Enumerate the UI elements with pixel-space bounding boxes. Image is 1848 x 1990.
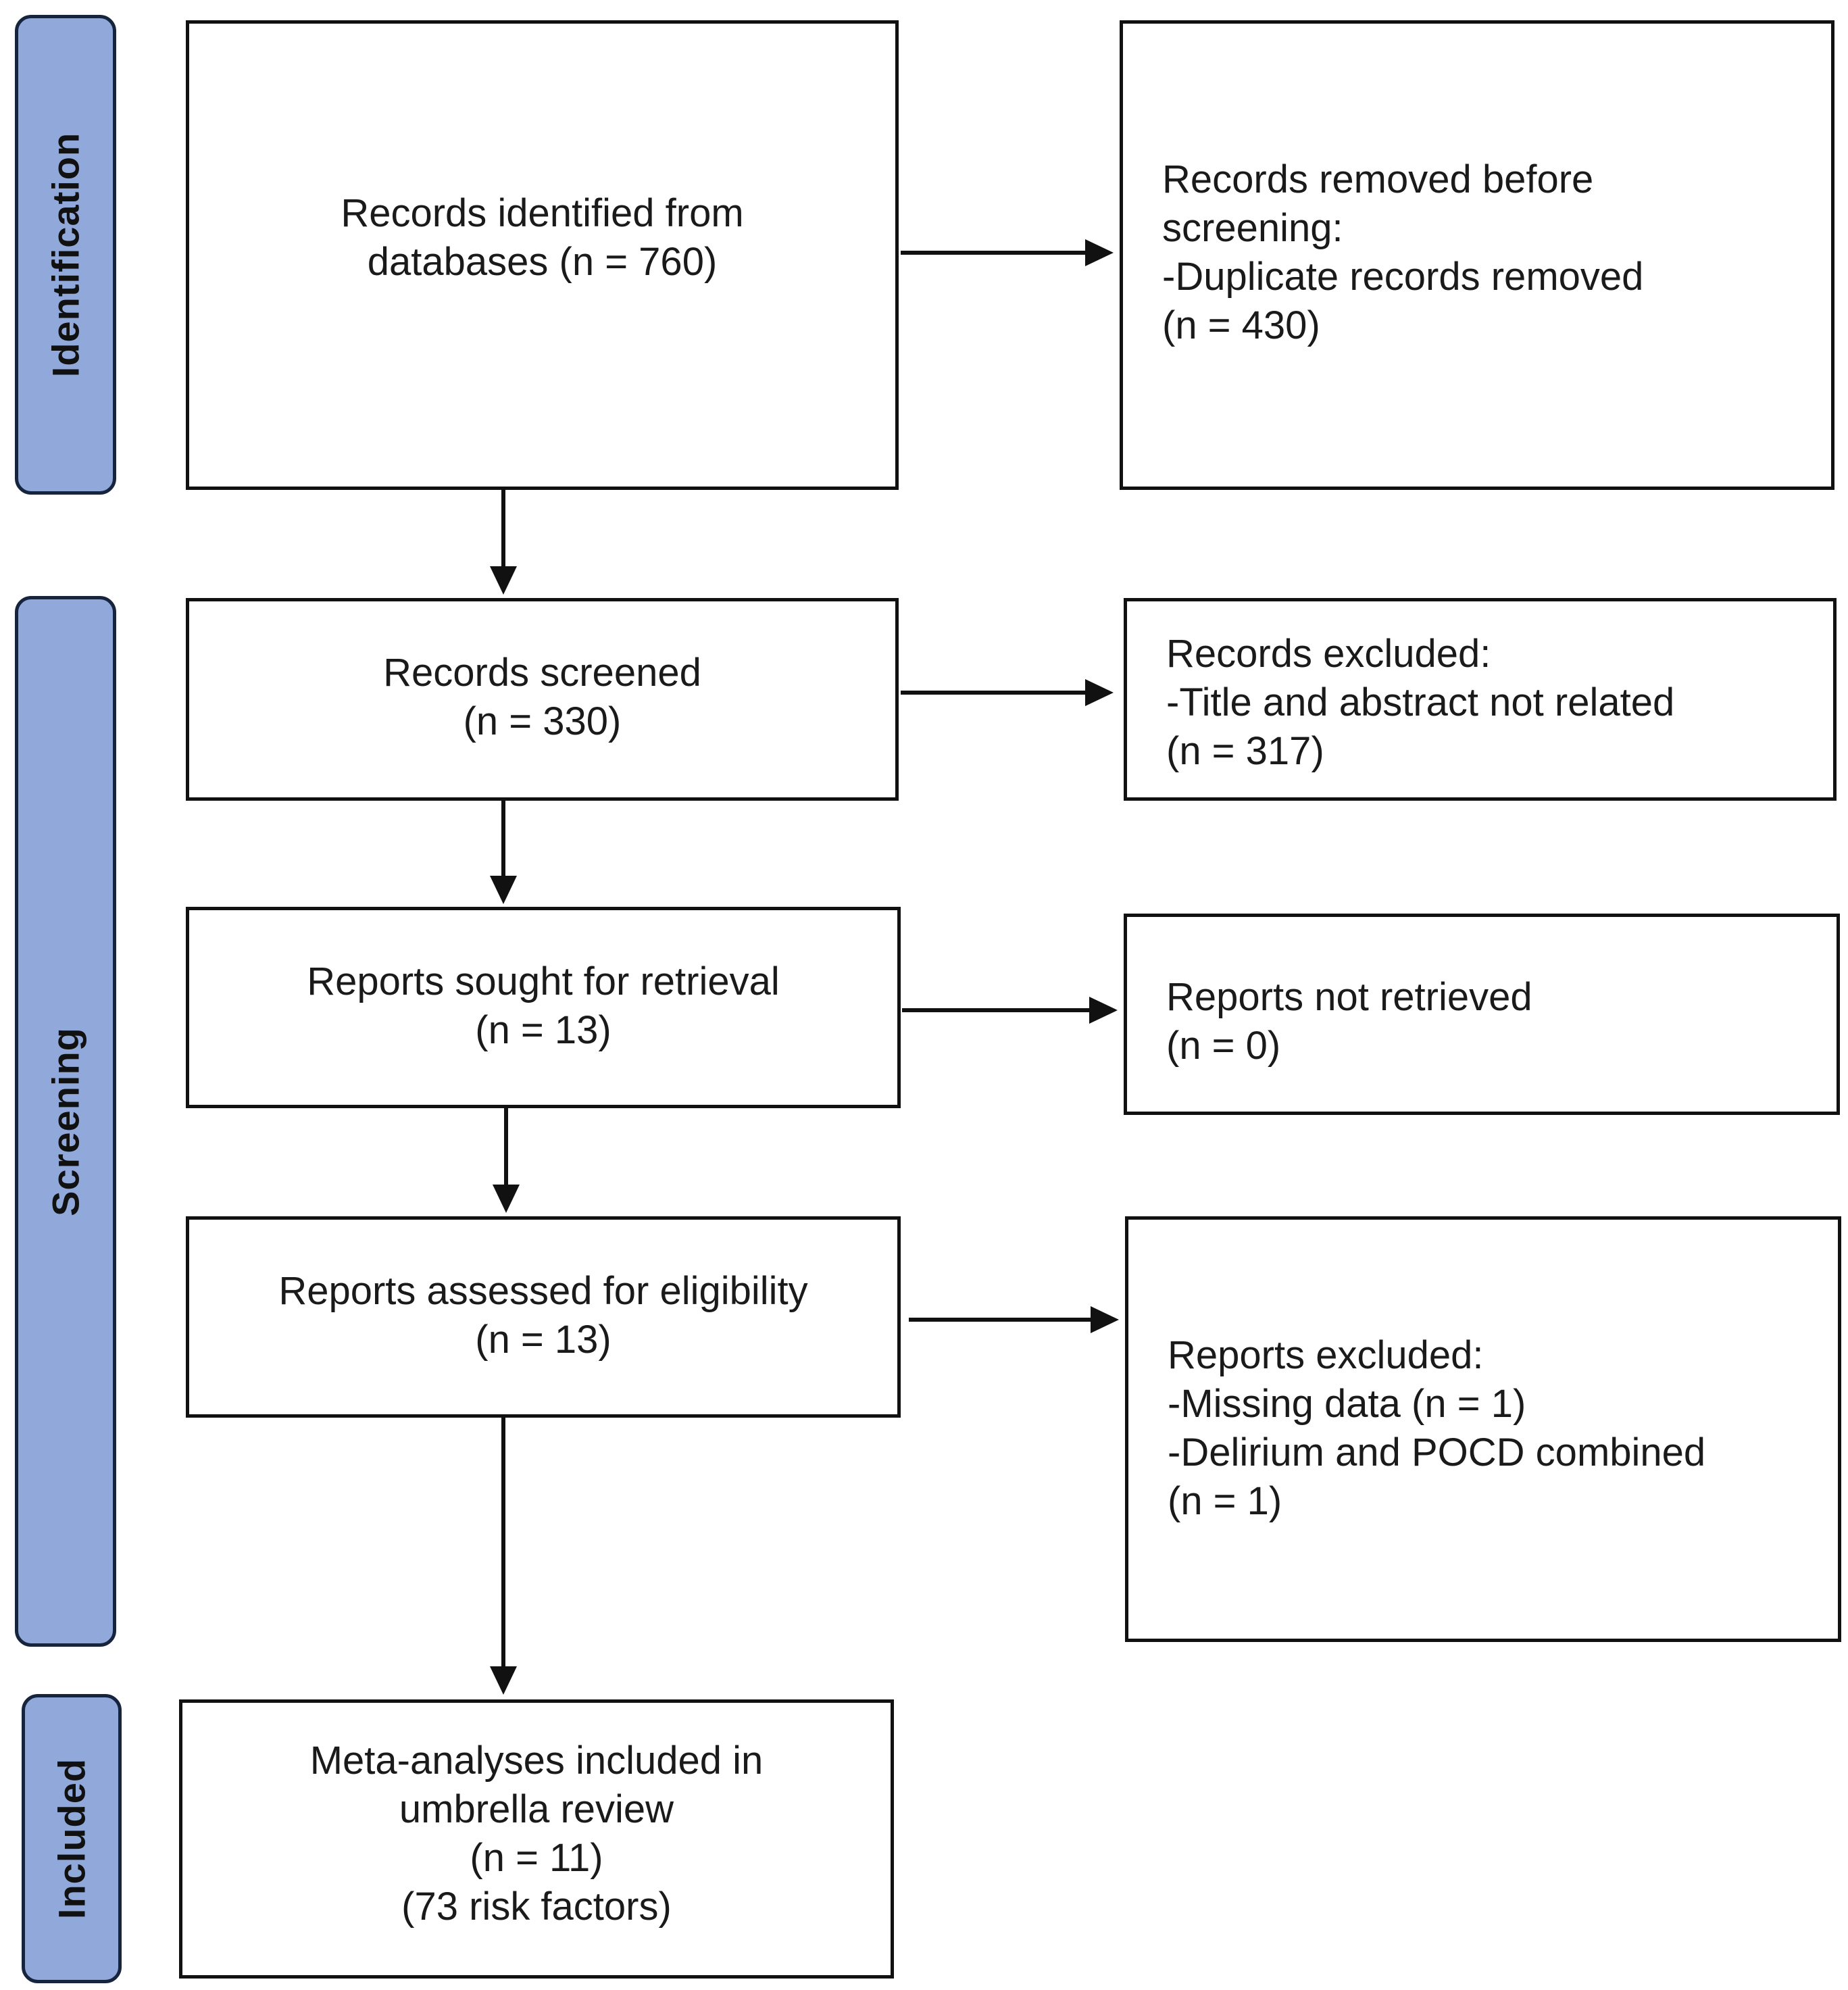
records-removed-box: Records removed before screening: -Dupli… (1120, 20, 1834, 490)
included-line1: Meta-analyses included in (309, 1739, 764, 1783)
reports-not-retrieved-line2: (n = 0) (1166, 1024, 1281, 1068)
included-line2: umbrella review (399, 1787, 674, 1831)
arrowhead-screened-to-excluded (1085, 679, 1114, 706)
arrowhead-identified-to-removed (1085, 239, 1114, 266)
arrowhead-identified-to-screened (490, 566, 517, 595)
arrowhead-sought-to-not-retrieved (1089, 997, 1118, 1024)
records-removed-line2: screening: (1162, 206, 1343, 250)
records-identified-box: Records identified from databases (n = 7… (186, 20, 899, 490)
arrowhead-screened-to-sought (490, 876, 517, 904)
records-removed-line4: (n = 430) (1162, 303, 1320, 347)
records-screened-line2: (n = 330) (463, 699, 622, 743)
reports-excluded-line3: -Delirium and POCD combined (1168, 1431, 1706, 1474)
arrowhead-sought-to-assessed (493, 1185, 520, 1213)
included-line3: (n = 11) (470, 1836, 603, 1880)
records-identified-line1: Records identified from (341, 191, 744, 235)
reports-excluded-line4: (n = 1) (1168, 1479, 1282, 1523)
records-excluded-line1: Records excluded: (1166, 632, 1491, 676)
phase-identification: Identification (15, 15, 116, 495)
reports-sought-line2: (n = 13) (475, 1008, 611, 1052)
phase-included: Included (22, 1694, 122, 1983)
phase-included-label: Included (50, 1758, 93, 1920)
records-identified-line2: databases (n = 760) (367, 240, 718, 284)
reports-assessed-line2: (n = 13) (475, 1318, 611, 1362)
records-removed-line3: -Duplicate records removed (1162, 255, 1644, 299)
reports-not-retrieved-box: Reports not retrieved (n = 0) (1124, 914, 1840, 1115)
included-line4: (73 risk factors) (401, 1885, 672, 1929)
reports-excluded-line2: -Missing data (n = 1) (1168, 1382, 1526, 1426)
phase-screening-label: Screening (44, 1026, 87, 1216)
arrowhead-assessed-to-included (490, 1666, 517, 1695)
reports-not-retrieved-line1: Reports not retrieved (1166, 975, 1532, 1019)
records-excluded-line3: (n = 317) (1166, 729, 1324, 773)
included-box: Meta-analyses included in umbrella revie… (179, 1699, 894, 1979)
reports-excluded-box: Reports excluded: -Missing data (n = 1) … (1125, 1216, 1841, 1642)
records-removed-line1: Records removed before (1162, 157, 1594, 201)
phase-identification-label: Identification (44, 132, 87, 378)
reports-sought-box: Reports sought for retrieval (n = 13) (186, 907, 901, 1108)
reports-excluded-line1: Reports excluded: (1168, 1333, 1484, 1377)
records-excluded-line2: -Title and abstract not related (1166, 680, 1675, 724)
reports-sought-line1: Reports sought for retrieval (307, 960, 780, 1003)
records-screened-box: Records screened (n = 330) (186, 598, 899, 801)
records-excluded-box: Records excluded: -Title and abstract no… (1124, 598, 1837, 801)
records-screened-line1: Records screened (383, 651, 701, 695)
reports-assessed-box: Reports assessed for eligibility (n = 13… (186, 1216, 901, 1418)
reports-assessed-line1: Reports assessed for eligibility (278, 1269, 808, 1313)
phase-screening: Screening (15, 596, 116, 1647)
arrowhead-assessed-to-excluded (1091, 1306, 1119, 1333)
